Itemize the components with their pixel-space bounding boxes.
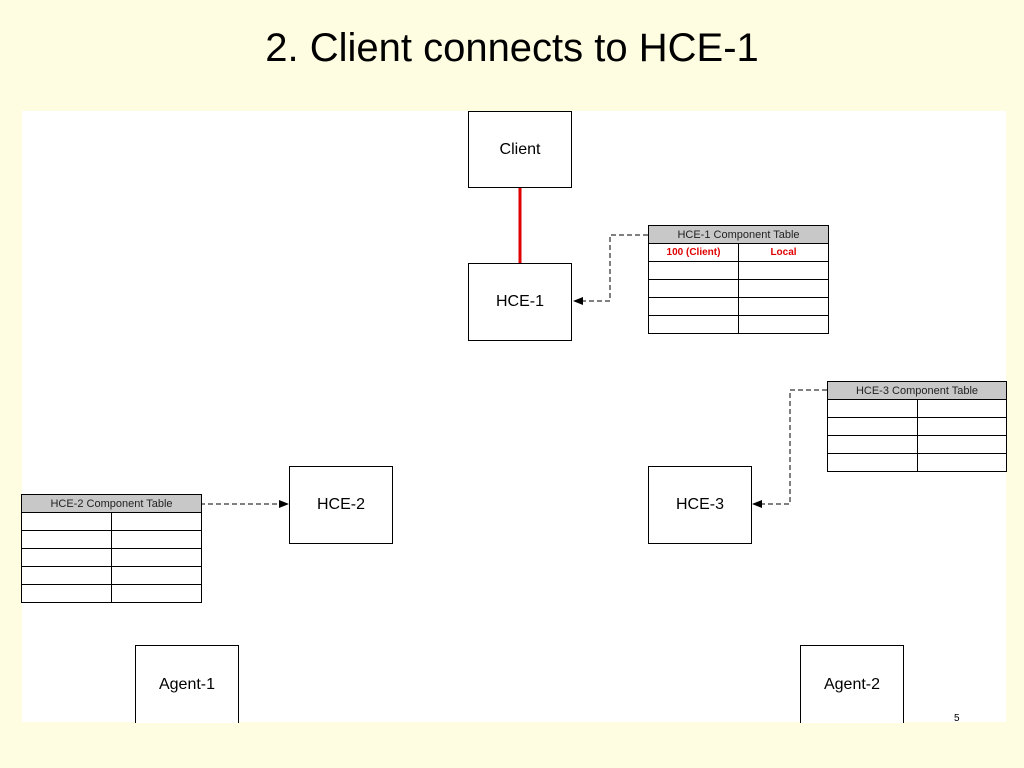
- agent2-node[interactable]: Agent-2: [800, 645, 904, 723]
- table-cell: 100 (Client): [648, 243, 739, 262]
- agent2-label: Agent-2: [823, 675, 881, 693]
- table-cell: Local: [738, 243, 829, 262]
- table-row: [21, 566, 202, 585]
- table-cell: [21, 548, 112, 567]
- hce2-table-title: HCE-2 Component Table: [21, 494, 202, 513]
- table-cell: [648, 279, 739, 298]
- table-cell: [111, 548, 202, 567]
- table-cell: [21, 566, 112, 585]
- table-cell: [917, 453, 1007, 472]
- table-cell: [111, 530, 202, 549]
- table-cell: [917, 435, 1007, 454]
- table-row: [21, 530, 202, 549]
- table-row: [827, 435, 1007, 454]
- table-row: [827, 399, 1007, 418]
- table-row: [648, 279, 829, 298]
- client-label: Client: [499, 140, 541, 158]
- table-cell: [827, 399, 918, 418]
- table-row: [21, 584, 202, 603]
- slide-title: 2. Client connects to HCE-1: [265, 26, 759, 70]
- table-row: [21, 512, 202, 531]
- table-cell: [111, 512, 202, 531]
- diagram-canvas: Client HCE-1 HCE-2 HCE-3 Agent-1 Agent-2…: [21, 111, 1007, 723]
- connector-layer: [200, 187, 827, 508]
- page-number: 5: [954, 713, 960, 724]
- table-cell: [738, 261, 829, 280]
- agent1-label: Agent-1: [158, 675, 216, 693]
- table-cell: [827, 435, 918, 454]
- table-row: 100 (Client) Local: [648, 243, 829, 262]
- hce2-label: HCE-2: [316, 496, 365, 513]
- table-cell: [827, 417, 918, 436]
- table-cell: [21, 530, 112, 549]
- table-row: [21, 548, 202, 567]
- table-cell: [111, 566, 202, 585]
- table-cell: [111, 584, 202, 603]
- table-cell: [738, 297, 829, 316]
- table-cell: [648, 315, 739, 334]
- hce3-node[interactable]: HCE-3: [648, 466, 752, 544]
- table-cell: [917, 417, 1007, 436]
- hce1-table-arrow: [573, 234, 648, 305]
- hce3-label: HCE-3: [675, 496, 724, 513]
- table-cell: [648, 297, 739, 316]
- hce3-component-table: HCE-3 Component Table: [827, 381, 1007, 472]
- hce3-table-title: HCE-3 Component Table: [827, 381, 1007, 400]
- table-cell: [917, 399, 1007, 418]
- table-row: [648, 261, 829, 280]
- client-node[interactable]: Client: [468, 111, 572, 188]
- table-cell: [827, 453, 918, 472]
- table-row: [648, 297, 829, 316]
- hce1-node[interactable]: HCE-1: [468, 263, 572, 341]
- hce1-table-title: HCE-1 Component Table: [648, 225, 829, 244]
- hce3-table-arrow: [752, 389, 827, 508]
- table-cell: [738, 315, 829, 334]
- table-cell: [21, 584, 112, 603]
- table-row: [827, 453, 1007, 472]
- table-cell: [648, 261, 739, 280]
- hce1-label: HCE-1: [495, 293, 544, 310]
- hce1-component-table: HCE-1 Component Table 100 (Client) Local: [648, 225, 829, 334]
- hce2-node[interactable]: HCE-2: [289, 466, 393, 544]
- agent1-node[interactable]: Agent-1: [135, 645, 239, 723]
- table-row: [648, 315, 829, 334]
- hce2-component-table: HCE-2 Component Table: [21, 494, 202, 603]
- table-cell: [21, 512, 112, 531]
- table-cell: [738, 279, 829, 298]
- table-row: [827, 417, 1007, 436]
